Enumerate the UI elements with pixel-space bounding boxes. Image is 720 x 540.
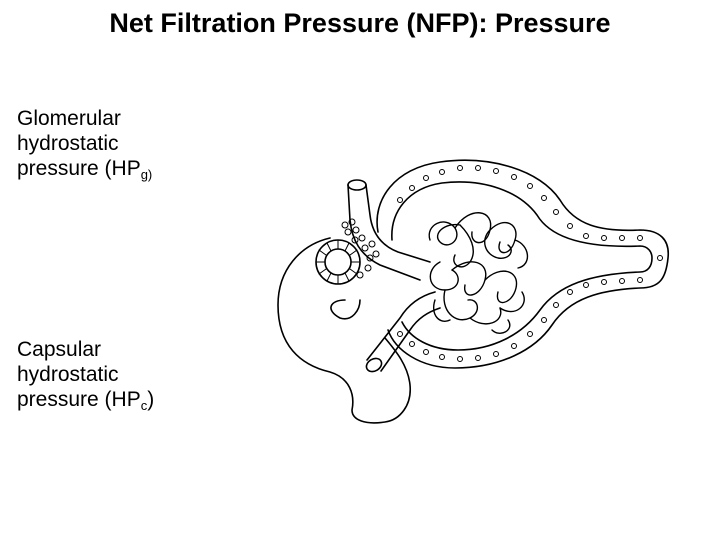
juxtaglomerular-ring-inner	[324, 248, 352, 276]
vessel-tube-bottom	[366, 291, 441, 372]
glomerular-pressure-label: Glomerular hydrostatic pressure (HPg)	[17, 106, 152, 181]
slide-title: Net Filtration Pressure (NFP): Pressure	[109, 8, 611, 38]
glomerular-label-line3: pressure (HPg)	[17, 156, 152, 181]
glomerulus-capillaries	[428, 212, 529, 334]
ring-radial-cells	[315, 239, 361, 285]
outer-vessel-inner-curve	[330, 299, 361, 320]
capsular-pressure-label: Capsular hydrostatic pressure (HPc)	[17, 337, 154, 412]
macula-densa-cells	[341, 218, 380, 279]
outer-vessel-curve	[277, 237, 411, 424]
capsular-label-line2: hydrostatic	[17, 363, 119, 386]
bowman-capsule-outer	[376, 159, 669, 369]
capsular-label-end: )	[147, 388, 155, 411]
capsular-label-line3: pressure (HPc)	[17, 387, 154, 412]
capsular-label-main: pressure (HP	[17, 388, 141, 411]
capsule-cell-dots	[397, 165, 663, 362]
capsular-label-subscript: c	[140, 398, 148, 413]
glomerular-label-main: pressure (HP	[17, 157, 141, 180]
glomerular-label-line1: Glomerular	[17, 107, 121, 130]
capsular-label-line1: Capsular	[17, 338, 102, 361]
bowman-capsule-inner	[391, 181, 653, 351]
vessel-opening-top	[347, 179, 367, 191]
glomerular-label-subscript: g)	[140, 167, 153, 182]
glomerular-label-line2: hydrostatic	[17, 132, 119, 155]
vessel-opening-bottom	[365, 357, 383, 373]
